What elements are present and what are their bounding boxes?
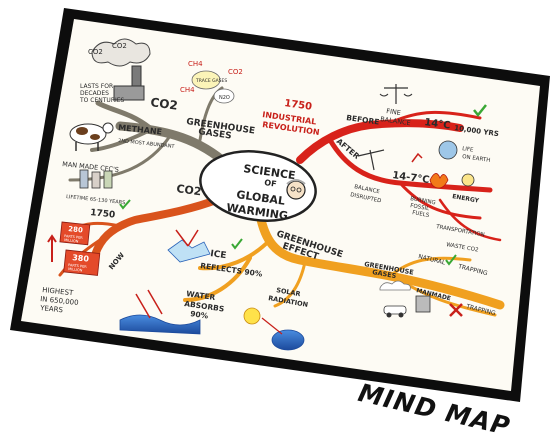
smoke-co2-b: CO2 <box>112 42 127 50</box>
ppm-380-units-2: MILLION <box>68 267 83 273</box>
co2-history-label: CO2 <box>176 182 203 198</box>
tilted-scale-icon <box>357 149 385 171</box>
branch-lines <box>58 86 505 317</box>
decades-line-1: LASTS FOR <box>80 83 113 90</box>
check-icon-1750 <box>119 199 131 210</box>
temp-range: 14-7°C <box>392 170 431 186</box>
central-node-outline <box>199 150 317 222</box>
burning-2: FOSSIL <box>410 203 431 212</box>
earth-icon <box>438 140 458 160</box>
branch-waste <box>438 198 502 242</box>
center-line-2: OF <box>264 178 277 189</box>
car-factory-icon <box>383 295 431 318</box>
smoke-co2-a: CO2 <box>88 48 103 56</box>
ppm-280-units-1: PARTS PER <box>64 234 84 240</box>
check-icon-natural <box>445 254 457 266</box>
decades-line-2: DECADES <box>80 90 109 97</box>
co2-right-label: CO2 <box>228 68 243 76</box>
year-1750: 1750 <box>90 208 116 221</box>
branch-water <box>183 256 252 302</box>
ch4-label-a: CH4 <box>188 60 203 68</box>
cow-icon <box>69 122 114 151</box>
balance-disrupted-1: BALANCE <box>354 184 381 195</box>
branch-before <box>390 110 482 124</box>
temp-14: 14°C <box>424 117 452 132</box>
ppm-380-box <box>63 249 101 276</box>
co2-label: CO2 <box>150 95 179 113</box>
n2o-label: N2O <box>219 95 230 101</box>
highest-3: YEARS <box>39 304 64 315</box>
decades-line-3: TO CENTURIES <box>79 97 125 104</box>
branch-co2-twig <box>95 100 153 131</box>
ppm-280-box <box>59 221 91 246</box>
co2-history-cluster: CO2 1750 280 PARTS PER MILLION NOW 380 P… <box>39 182 202 314</box>
cross-icon <box>449 303 463 317</box>
life-line-1: LIFE <box>462 146 475 154</box>
burning-3: FUELS <box>412 210 431 219</box>
branch-ice <box>198 238 272 271</box>
up-arrow-icon <box>411 152 423 163</box>
branch-solar <box>273 260 307 308</box>
trace-gas-bubbles <box>191 70 235 104</box>
ppm-280: 280 <box>68 225 83 234</box>
gases-label-2: GASES <box>198 127 233 142</box>
fire-icon <box>429 173 449 189</box>
burning-1: BURNING <box>410 196 436 206</box>
ppm-380: 380 <box>72 253 90 264</box>
fine-balance-1: FINE <box>386 107 402 117</box>
branch-greenhouse-effect <box>255 210 505 310</box>
highest-2: IN 650,000 <box>40 295 79 307</box>
rising-arrow-icon <box>47 234 57 262</box>
water-3: 90% <box>190 309 210 320</box>
branch-methane-twig <box>90 128 152 152</box>
ice-label: ICE <box>210 249 227 261</box>
ice-reflection-icon <box>167 229 211 263</box>
trace-gases-label: TRACE GASES <box>195 78 227 84</box>
scientist-icon <box>286 179 306 200</box>
waste-label: WASTE CO2 <box>446 242 479 254</box>
water-1: WATER <box>186 289 216 302</box>
methane-note: 2ND MOST ABUNDANT <box>118 138 176 150</box>
life-line-2: ON EARTH <box>462 154 491 164</box>
balance-scale-icon <box>379 84 413 104</box>
branch-industrial-revolution <box>296 119 464 164</box>
sun-globe-icon <box>243 307 305 351</box>
water-absorb-icon <box>119 289 201 335</box>
check-icon-ice <box>231 238 243 250</box>
ppm-280-units-2: MILLION <box>64 238 79 244</box>
highest-1: HIGHEST <box>42 286 75 297</box>
branch-natural <box>388 256 472 278</box>
ppm-380-units-1: PARTS PER <box>68 263 88 269</box>
cloud-icon <box>379 280 411 291</box>
branch-burning <box>398 181 482 220</box>
branch-co2-history <box>91 196 220 259</box>
spray-cans-icon <box>79 169 113 189</box>
energy-label: ENERGY <box>452 193 480 205</box>
check-icon-before <box>473 104 487 118</box>
industrial-year: 1750 <box>284 98 313 113</box>
ch4-label-b: CH4 <box>180 86 195 94</box>
factory-smoke-icon <box>91 38 151 101</box>
central-node: SCIENCE OF GLOBAL WARMING <box>199 150 317 223</box>
light-bulb-icon <box>461 173 475 187</box>
